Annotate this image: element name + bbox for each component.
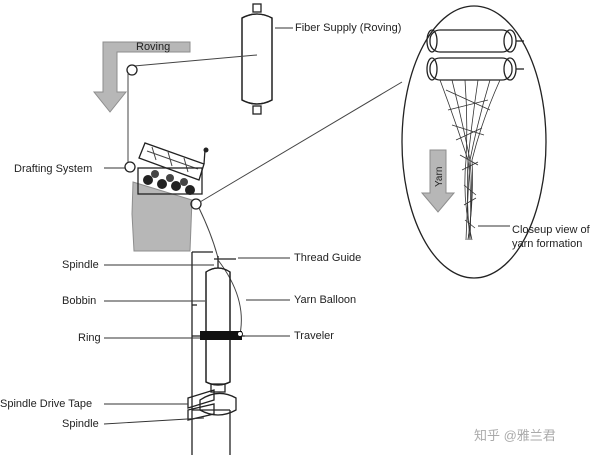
fiber-supply-label: Fiber Supply (Roving) <box>295 22 401 34</box>
closeup-label-line1: Closeup view of <box>512 224 591 236</box>
spindle-drive-tape-label: Spindle Drive Tape <box>0 398 92 410</box>
drafting-support <box>131 181 193 252</box>
spindle-whorl <box>199 392 237 416</box>
front-roller <box>190 198 202 210</box>
closeup-fibers <box>439 79 501 241</box>
left-labels: Spindle Bobbin Ring Spindle Drive Tape S… <box>0 259 214 430</box>
closeup-label-line2: yarn formation <box>512 238 582 250</box>
thread-guide-label: Thread Guide <box>294 252 361 264</box>
traveler <box>237 331 243 337</box>
yarn-balloon-label: Yarn Balloon <box>294 294 356 306</box>
roving-path <box>124 54 258 173</box>
bobbin <box>205 267 231 386</box>
right-labels: Thread Guide Yarn Balloon Traveler <box>238 252 361 342</box>
yarn-arrow-label: Yarn <box>434 167 445 187</box>
drafting-system-label: Drafting System <box>14 163 92 175</box>
spindle-drive-tape <box>187 389 215 409</box>
guide-roller-mid <box>124 161 136 173</box>
closeup-view: Yarn Closeup view of yarn formation <box>401 5 591 279</box>
guide-roller-top <box>126 64 138 76</box>
spindle-assembly <box>187 207 243 421</box>
roving-arrow: Roving <box>92 41 191 113</box>
closeup-rollers <box>426 29 524 81</box>
bobbin-label: Bobbin <box>62 295 96 307</box>
spindle-top-label: Spindle <box>62 259 99 271</box>
roving-label: Roving <box>136 41 170 53</box>
drafting-system: Drafting System <box>14 142 209 252</box>
yarn-direction-arrow: Yarn <box>420 149 456 213</box>
fiber-supply-bobbin: Fiber Supply (Roving) <box>241 3 401 115</box>
ring <box>200 331 242 340</box>
ring-label: Ring <box>78 332 101 344</box>
machine-frame <box>191 251 245 455</box>
traveler-label: Traveler <box>294 330 334 342</box>
yarn-balloon <box>217 259 242 335</box>
watermark: 知乎 @雅兰君 <box>474 428 556 443</box>
spindle-bottom-label: Spindle <box>62 418 99 430</box>
closeup-pointer-line <box>199 81 403 203</box>
